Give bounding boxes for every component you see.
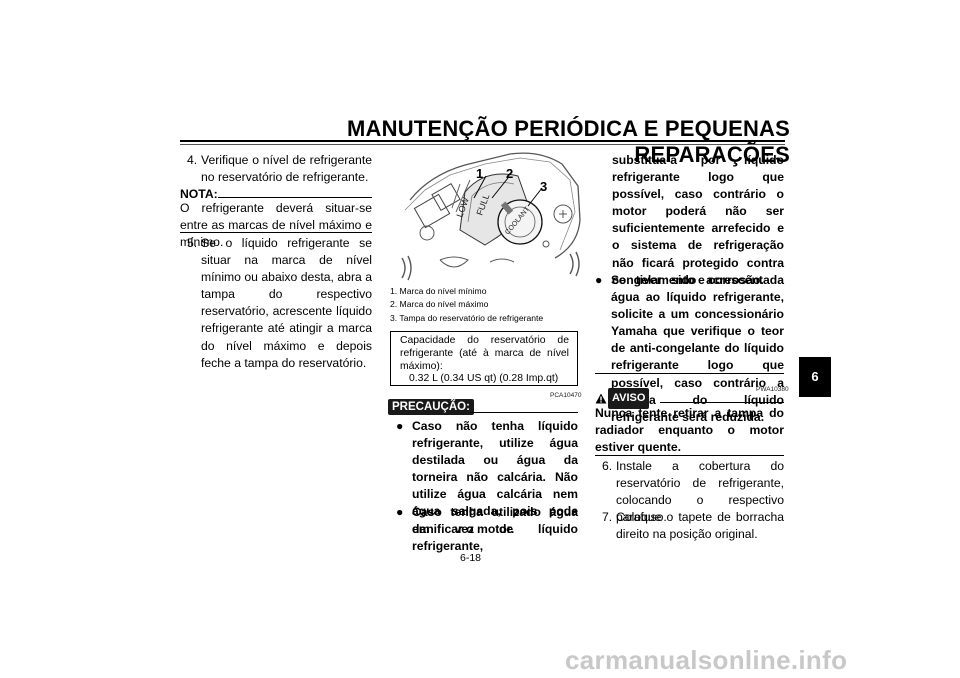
caution-badge: PRECAUÇÃO: — [388, 399, 474, 415]
step-text: Verifique o nível de refrigerante no res… — [201, 153, 372, 185]
caution-end-rule — [595, 373, 784, 374]
caution-item: ● Se tiver sido acrescentada água ao líq… — [595, 272, 784, 426]
capacity-box: Capacidade do reservatório de refrigeran… — [390, 331, 578, 386]
step-text: Instale a cobertura do reservatório de r… — [616, 459, 784, 525]
capacity-value: 0.32 L (0.34 US qt) (0.28 Imp.qt) — [409, 373, 559, 385]
caption-line: 1. Marca do nível mínimo — [390, 286, 487, 296]
step-number: 7. — [602, 510, 613, 524]
callout-3: 3 — [540, 179, 547, 194]
callout-2: 2 — [506, 166, 513, 181]
warning-end-rule — [595, 455, 784, 456]
step-4: 4. Verifique o nível de refrigerante no … — [187, 152, 372, 186]
figure-captions: 1. Marca do nível mínimo 2. Marca do nív… — [390, 285, 580, 325]
step-number: 4. — [187, 153, 198, 167]
title-rule — [180, 140, 785, 142]
footer-watermark: carmanualsonline.info — [565, 645, 848, 675]
warning-triangle-icon — [595, 393, 607, 404]
caution-text: Se tiver sido acrescentada água ao líqui… — [611, 273, 784, 424]
warning-rule — [660, 402, 784, 403]
caution-item: ● Caso não tenha líquido refrigerante, u… — [396, 418, 578, 538]
chapter-tab: 6 — [799, 357, 831, 397]
page-number: 6-18 — [460, 552, 482, 564]
caution-continued: substitua-a por líquido refrigerante log… — [612, 153, 784, 287]
step-5: 5. Se o líquido refrigerante se situar n… — [187, 235, 372, 372]
coolant-reservoir-illustration: LOW FULL COOLANT 1 2 3 — [401, 152, 581, 281]
callout-1: 1 — [476, 166, 483, 181]
caution-text: Caso tenha utilizado água em vez de líqu… — [412, 505, 578, 554]
page-title: MANUTENÇÃO PERIÓDICA E PEQUENAS REPARAÇÕ… — [347, 116, 790, 167]
nota-end-rule — [180, 232, 372, 233]
step-6: 6. Instale a cobertura do reservatório d… — [602, 458, 784, 526]
nota-label: NOTA: — [180, 187, 218, 201]
capacity-label: Capacidade do reservatório de refrigeran… — [400, 335, 569, 372]
title-rule-thin — [180, 144, 785, 145]
caption-line: 3. Tampa do reservatório de refrigerante — [390, 312, 544, 323]
step-text: Coloque o tapete de borracha direito na … — [616, 510, 784, 542]
warning-text: Nunca tente retirar a tampa do radiador … — [595, 406, 784, 455]
step-number: 6. — [602, 459, 613, 473]
nota-rule — [218, 197, 372, 198]
step-7: 7. Coloque o tapete de borracha direito … — [602, 509, 784, 543]
caution-code: PCA10470 — [550, 392, 582, 399]
caution-rule — [470, 412, 578, 413]
caption-line: 2. Marca do nível máximo — [390, 299, 489, 310]
caution-item: ● Caso tenha utilizado água em vez de lí… — [396, 504, 578, 555]
step-number: 5. — [187, 236, 198, 250]
nota-text: O refrigerante deverá situar-se entre as… — [180, 201, 372, 250]
warning-badge: AVISO — [608, 388, 650, 410]
warning-code: PWA10380 — [756, 386, 789, 393]
caution-text: Caso não tenha líquido refrigerante, uti… — [412, 419, 578, 536]
warning-header: AVISO — [595, 388, 650, 410]
step-text: Se o líquido refrigerante se situar na m… — [201, 236, 372, 370]
